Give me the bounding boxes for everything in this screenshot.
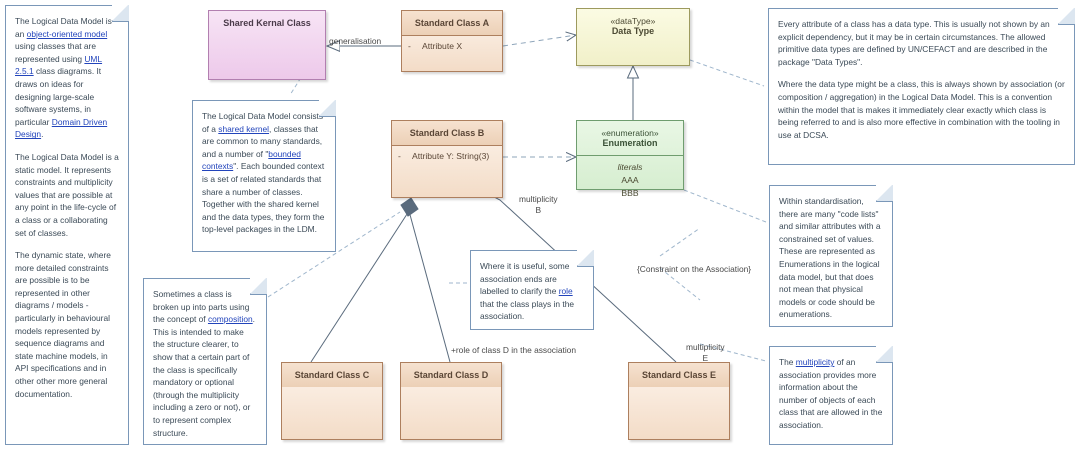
note-enumeration-p1: Within standardisation, there are many "… xyxy=(779,196,881,320)
note-fold-icon xyxy=(577,249,594,267)
label-generalisation: generalisation xyxy=(329,36,382,46)
stereotype: «dataType» xyxy=(610,16,656,26)
note-shared-kernel: The Logical Data Model consists of a sha… xyxy=(192,99,336,252)
attribute-visibility: - xyxy=(398,151,401,161)
note-role-p1: Where it is useful, some association end… xyxy=(480,260,584,323)
link-bounded-contexts[interactable]: bounded contexts xyxy=(202,148,301,172)
anchor-multiplicity-note-e xyxy=(699,343,767,362)
composition-diamond xyxy=(400,197,419,217)
note-fold-icon xyxy=(876,184,893,202)
link-role[interactable]: role xyxy=(558,286,573,297)
link-domain-driven-design[interactable]: Domain Driven Design xyxy=(15,116,108,140)
note-ldm-overview-p3: The dynamic state, where more detailed c… xyxy=(15,250,111,399)
literal-item: BBB xyxy=(621,188,639,198)
stereotype: «enumeration» xyxy=(601,128,659,138)
anchor-constraint-2 xyxy=(659,267,701,301)
dependency-a-datatype xyxy=(502,35,576,47)
label-multiplicity-e-line1: multiplicity xyxy=(686,342,725,352)
note-datatype-p1: Every attribute of a class has a data ty… xyxy=(778,19,1050,67)
anchor-composition-note xyxy=(267,211,401,298)
anchor-datatype-note xyxy=(689,59,765,87)
note-datatype-p2: Where the data type might be a class, th… xyxy=(778,79,1065,140)
class-attribute: - Attribute X xyxy=(402,36,502,56)
text: ". Each bounded context is a set of rela… xyxy=(202,161,325,235)
text: , classes that are common to many standa… xyxy=(202,123,323,159)
link-shared-kernel[interactable]: shared kernel xyxy=(218,123,270,134)
note-composition: Sometimes a class is broken up into part… xyxy=(143,277,267,445)
text: class diagrams. It draws on ideas for de… xyxy=(15,66,102,127)
note-ldm-overview: The Logical Data Model is an object-orie… xyxy=(5,4,129,445)
text: Where it is useful, some association end… xyxy=(480,261,570,297)
class-standard-class-b[interactable]: Standard Class B - Attribute Y: String(3) xyxy=(391,120,503,198)
class-shared-kernal-class[interactable]: Shared Kernal Class xyxy=(208,10,326,80)
link-uml-251[interactable]: UML 2.5.1 xyxy=(15,53,103,77)
note-ldm-overview-p1: The Logical Data Model is an object-orie… xyxy=(15,15,119,141)
note-fold-icon xyxy=(112,4,129,22)
class-name: «enumeration»Enumeration xyxy=(577,121,683,156)
text: Sometimes a class is broken up into part… xyxy=(153,289,250,325)
attribute-label: Attribute Y: String(3) xyxy=(412,151,490,161)
text: The Logical Data Model is an xyxy=(15,16,112,39)
note-multiplicity-p1: The multiplicity of an association provi… xyxy=(779,356,883,432)
class-name-label: Data Type xyxy=(611,26,655,36)
class-standard-class-a[interactable]: Standard Class A - Attribute X xyxy=(401,10,503,72)
label-role-d: +role of class D in the association xyxy=(451,345,576,355)
text: . xyxy=(41,129,44,140)
text: using classes that are represented using xyxy=(15,41,97,64)
class-standard-class-d[interactable]: Standard Class D xyxy=(400,362,502,440)
link-object-oriented-model[interactable]: object-oriented model xyxy=(26,28,108,39)
literals-header: literals xyxy=(617,162,643,172)
attribute-visibility: - xyxy=(408,41,411,51)
note-fold-icon xyxy=(876,345,893,363)
class-enumeration[interactable]: «enumeration»Enumeration literals AAA BB… xyxy=(576,120,684,198)
note-fold-icon xyxy=(319,99,336,117)
generalisation-enum-datatype-arrowhead xyxy=(626,64,640,79)
note-role: Where it is useful, some association end… xyxy=(470,249,594,330)
label-multiplicity-b: multiplicity B xyxy=(519,194,558,215)
class-standard-class-c[interactable]: Standard Class C xyxy=(281,362,383,440)
link-multiplicity[interactable]: multiplicity xyxy=(795,357,835,367)
class-name-label: Enumeration xyxy=(602,138,658,148)
class-name: Standard Class D xyxy=(401,363,501,387)
label-multiplicity-b-line2: B xyxy=(535,205,542,215)
class-attribute: - Attribute Y: String(3) xyxy=(392,146,502,166)
class-data-type[interactable]: «dataType»Data Type xyxy=(576,8,690,66)
class-name: Shared Kernal Class xyxy=(223,18,311,28)
note-shared-kernel-p1: The Logical Data Model consists of a sha… xyxy=(202,110,326,236)
label-multiplicity-e-line2: E xyxy=(702,353,709,363)
literal-item: AAA xyxy=(621,175,639,185)
enumeration-literals: literals AAA BBB xyxy=(577,156,683,205)
class-name: Standard Class A xyxy=(402,11,502,36)
note-fold-icon xyxy=(1058,7,1075,25)
anchor-enumeration-note xyxy=(683,189,767,223)
class-name: «dataType»Data Type xyxy=(577,9,689,43)
note-multiplicity: The multiplicity of an association provi… xyxy=(769,345,893,445)
note-datatype: Every attribute of a class has a data ty… xyxy=(768,7,1075,165)
class-name: Standard Class E xyxy=(629,363,729,387)
text: The Logical Data Model consists of a xyxy=(202,111,324,134)
text: of an association provides more informat… xyxy=(779,357,883,430)
composition-b-c xyxy=(310,210,410,363)
composition-b-d xyxy=(408,210,451,363)
attribute-label: Attribute X xyxy=(422,41,463,51)
label-constraint: {Constraint on the Association} xyxy=(637,264,752,274)
class-standard-class-e[interactable]: Standard Class E xyxy=(628,362,730,440)
anchor-constraint xyxy=(659,227,701,257)
note-ldm-overview-p2: The Logical Data Model is a static model… xyxy=(15,151,119,238)
text: that the class plays in the association. xyxy=(480,298,575,322)
class-name: Standard Class C xyxy=(282,363,382,387)
note-fold-icon xyxy=(250,277,267,295)
class-name: Standard Class B xyxy=(392,121,502,146)
label-multiplicity-b-line1: multiplicity xyxy=(519,194,558,204)
text: The xyxy=(779,357,796,367)
link-composition[interactable]: composition xyxy=(207,314,253,325)
text: . This is intended to make the structure… xyxy=(153,314,255,438)
note-enumeration: Within standardisation, there are many "… xyxy=(769,184,893,327)
label-multiplicity-e: multiplicity E xyxy=(686,342,725,363)
note-composition-p1: Sometimes a class is broken up into part… xyxy=(153,288,257,439)
